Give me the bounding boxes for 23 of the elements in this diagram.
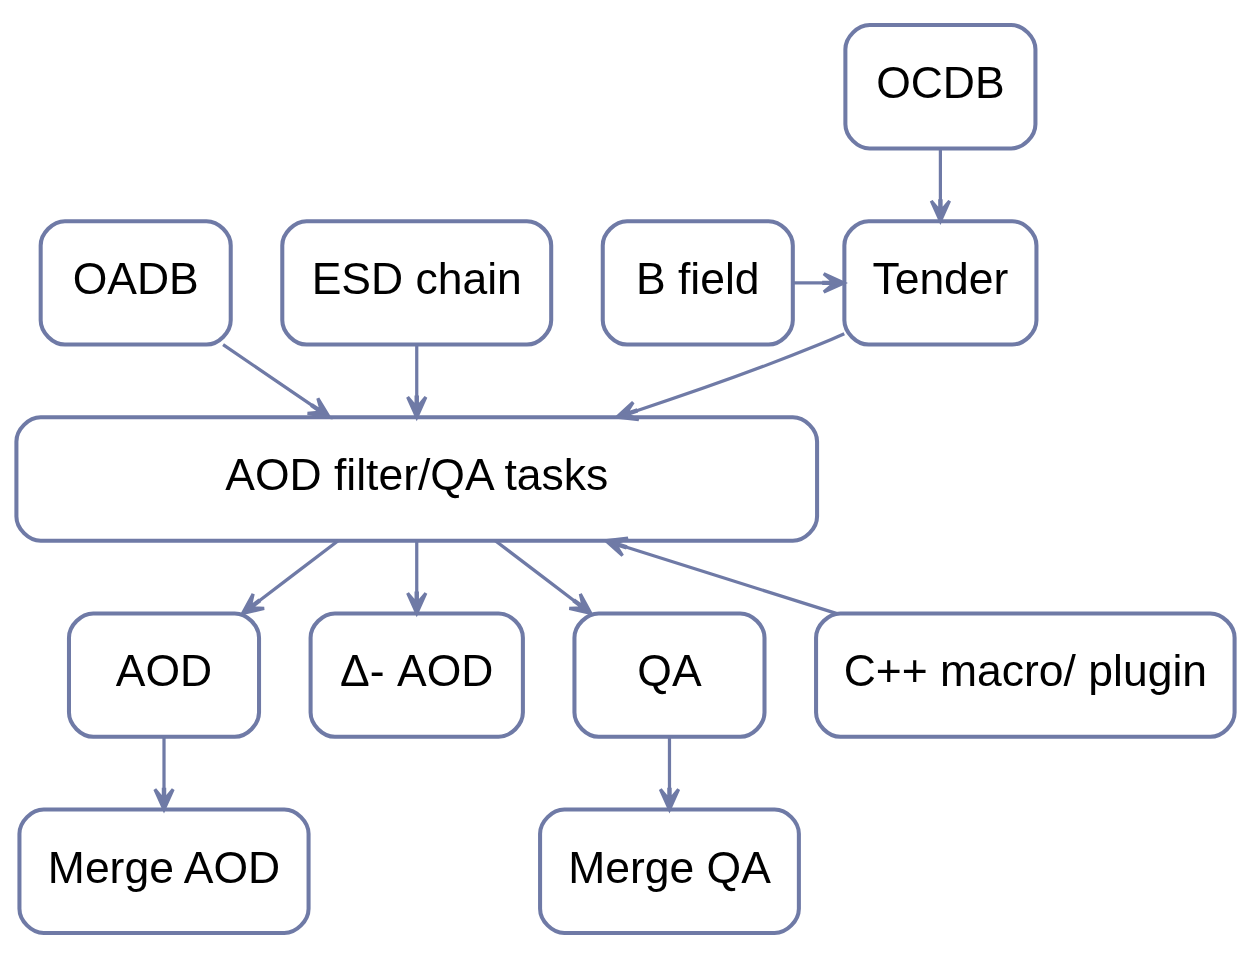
arrow bbox=[929, 148, 952, 223]
node-box: Merge AOD bbox=[17, 807, 311, 935]
node-box: C++ macro/ plugin bbox=[814, 611, 1237, 739]
node-box: ESD chain bbox=[280, 219, 554, 347]
node-box: AOD filter/QA tasks bbox=[14, 415, 820, 543]
node-box: AOD bbox=[66, 611, 262, 739]
arrow bbox=[153, 736, 175, 812]
arrow bbox=[222, 343, 332, 419]
arrow bbox=[604, 536, 837, 615]
arrow bbox=[793, 272, 846, 294]
node-box: Merge QA bbox=[538, 807, 801, 935]
node-box: OCDB bbox=[843, 23, 1038, 151]
node-box: B field bbox=[600, 219, 795, 347]
node-box: Tender bbox=[842, 219, 1039, 347]
node-box: Δ- AOD bbox=[308, 611, 525, 739]
arrow bbox=[406, 344, 428, 419]
arrow bbox=[406, 540, 428, 616]
arrow bbox=[494, 539, 593, 616]
arrow bbox=[658, 736, 681, 812]
node-box: QA bbox=[572, 611, 767, 739]
node-box: OADB bbox=[38, 219, 233, 347]
arrow bbox=[240, 539, 340, 616]
arrow bbox=[615, 332, 845, 422]
